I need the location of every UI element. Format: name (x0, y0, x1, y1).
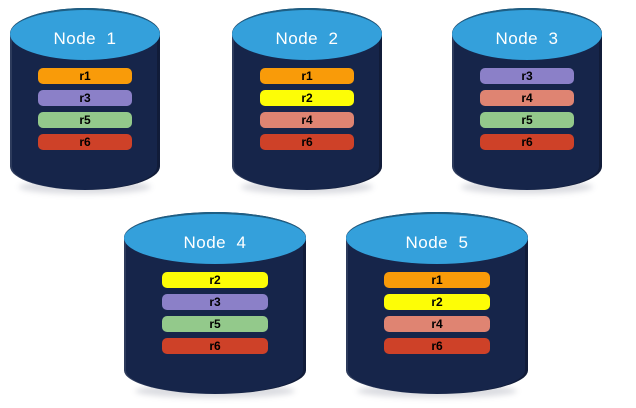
replica-bar[interactable]: r5 (480, 112, 574, 128)
node-2[interactable]: Node 2 r1 r2 r4 r6 (232, 8, 382, 194)
node-label: Node 1 (53, 28, 117, 48)
replica-bar[interactable]: r5 (162, 316, 268, 332)
node-cylinder-top (124, 212, 306, 264)
replica-list: r2 r3 r5 r6 (124, 272, 306, 354)
replica-bar[interactable]: r4 (384, 316, 490, 332)
node-cylinder-top (346, 212, 528, 264)
replica-bar[interactable]: r3 (162, 294, 268, 310)
node-cylinder-top (232, 8, 382, 60)
node-label: Node 4 (183, 232, 247, 252)
replica-bar[interactable]: r6 (480, 134, 574, 150)
replica-bar[interactable]: r6 (38, 134, 132, 150)
replica-bar[interactable]: r1 (38, 68, 132, 84)
replica-bar[interactable]: r6 (260, 134, 354, 150)
replica-bar[interactable]: r3 (480, 68, 574, 84)
node-label: Node 2 (275, 28, 339, 48)
replica-bar[interactable]: r6 (162, 338, 268, 354)
node-3[interactable]: Node 3 r3 r4 r5 r6 (452, 8, 602, 194)
replica-bar[interactable]: r5 (38, 112, 132, 128)
node-cylinder-top (10, 8, 160, 60)
replica-list: r1 r3 r5 r6 (10, 68, 160, 150)
replica-bar[interactable]: r6 (384, 338, 490, 354)
replica-bar[interactable]: r4 (260, 112, 354, 128)
node-5[interactable]: Node 5 r1 r2 r4 r6 (346, 212, 528, 398)
replica-list: r3 r4 r5 r6 (452, 68, 602, 150)
node-label: Node 5 (405, 232, 469, 252)
replica-bar[interactable]: r1 (260, 68, 354, 84)
node-1[interactable]: Node 1 r1 r3 r5 r6 (10, 8, 160, 194)
replica-bar[interactable]: r2 (260, 90, 354, 106)
replica-bar[interactable]: r4 (480, 90, 574, 106)
replica-bar[interactable]: r2 (162, 272, 268, 288)
node-cylinder-top (452, 8, 602, 60)
replica-list: r1 r2 r4 r6 (346, 272, 528, 354)
replica-bar[interactable]: r1 (384, 272, 490, 288)
replica-bar[interactable]: r3 (38, 90, 132, 106)
node-label: Node 3 (495, 28, 559, 48)
node-4[interactable]: Node 4 r2 r3 r5 r6 (124, 212, 306, 398)
replica-list: r1 r2 r4 r6 (232, 68, 382, 150)
replica-bar[interactable]: r2 (384, 294, 490, 310)
